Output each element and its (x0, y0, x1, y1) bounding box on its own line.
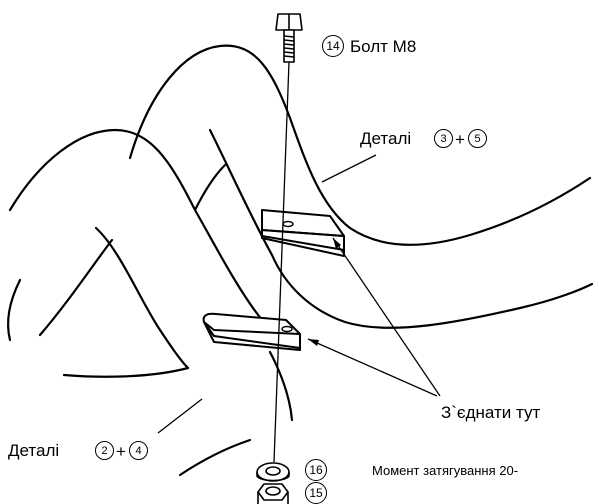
lower-tube-outline (62, 366, 190, 378)
leader-connect-lower (307, 338, 438, 397)
torque-label: Момент затягування 20- (372, 463, 519, 478)
plus-sign: + (455, 130, 465, 149)
leader-connect-upper (332, 237, 441, 397)
part-number-16-badge: 16 (305, 459, 327, 481)
upper-tube-outline (128, 44, 592, 246)
lower-parts-label: Деталі (8, 441, 60, 460)
bolt-axis-line (273, 61, 290, 463)
bolt-label: Болт M8 (350, 37, 417, 56)
part-number-2-badge: 2 (95, 441, 114, 460)
part-number-5-badge: 5 (468, 129, 487, 148)
arrow-head-lower (308, 339, 319, 346)
lower-tube-side (268, 350, 294, 422)
part-number-3-badge: 3 (434, 129, 453, 148)
middle-tube-edge-2 (193, 163, 227, 212)
bolt-m8-drawing (275, 13, 303, 63)
washer-drawing (256, 462, 290, 482)
upper-tube-lower-edge (270, 253, 594, 329)
upper-parts-label: Деталі (360, 129, 412, 148)
arrow-head-upper (333, 238, 341, 249)
part-number-14-badge: 14 (322, 35, 344, 57)
middle-tube-front-edge (38, 238, 114, 337)
plus-sign: + (116, 442, 126, 461)
middle-tube-edge-3 (158, 328, 190, 370)
lower-mounting-plate (202, 312, 301, 351)
upper-tube-front-edge (208, 128, 274, 257)
middle-tube-outline (8, 128, 264, 322)
part-number-4-badge: 4 (129, 441, 148, 460)
middle-tube-inner-edge (94, 226, 162, 332)
lower-tube-bottom (178, 438, 252, 477)
part-number-15-badge: 15 (305, 482, 327, 504)
upper-mounting-plate (261, 209, 345, 257)
leader-lower-parts (157, 398, 203, 434)
leader-upper-parts (321, 154, 377, 183)
nut-drawing (257, 483, 289, 504)
connect-here-label: З`єднати тут (441, 403, 541, 422)
lower-tube-back (6, 278, 22, 342)
